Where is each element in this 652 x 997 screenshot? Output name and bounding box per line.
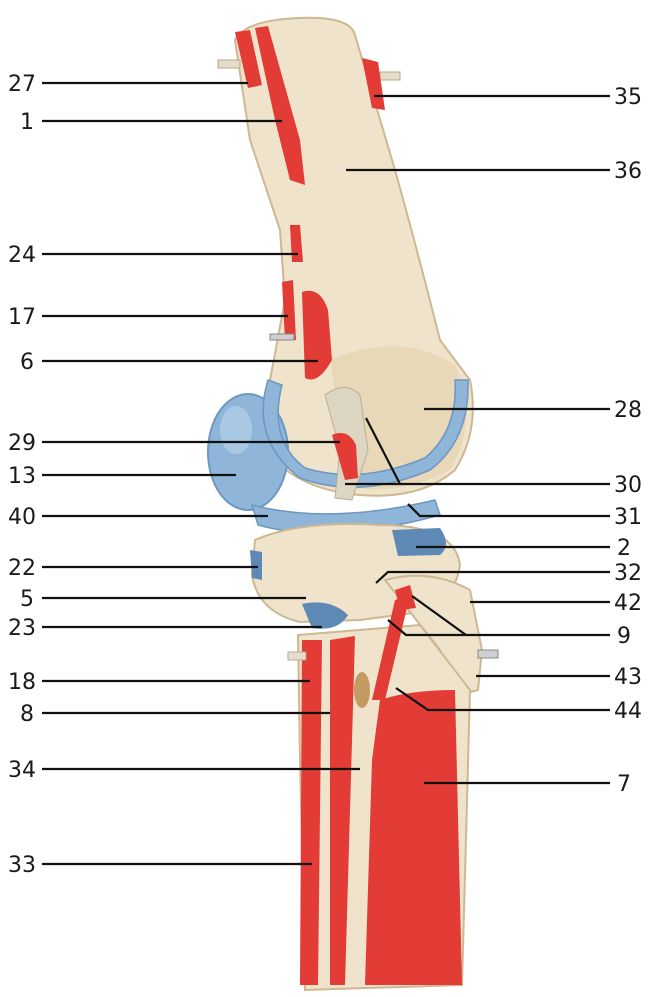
label-27: 27 [8, 72, 36, 97]
label-5: 5 [20, 587, 34, 612]
label-34: 34 [8, 758, 36, 783]
label-7: 7 [617, 772, 631, 797]
tibia-nodule [354, 672, 370, 708]
label-43: 43 [614, 665, 642, 690]
label-2: 2 [617, 536, 631, 561]
label-31: 31 [614, 505, 642, 530]
cartilage-2 [392, 528, 446, 556]
label-44: 44 [614, 699, 642, 724]
label-1: 1 [20, 110, 34, 135]
knee-illustration [208, 18, 498, 990]
fibula-pin [478, 650, 498, 658]
femur-pin-left [218, 60, 240, 68]
label-29: 29 [8, 431, 36, 456]
label-6: 6 [20, 350, 34, 375]
femur-pin-right [380, 72, 400, 80]
label-13: 13 [8, 464, 36, 489]
label-22: 22 [8, 556, 36, 581]
label-42: 42 [614, 591, 642, 616]
label-33: 33 [8, 853, 36, 878]
label-23: 23 [8, 616, 36, 641]
label-24: 24 [8, 243, 36, 268]
label-32: 32 [614, 561, 642, 586]
label-8: 8 [20, 702, 34, 727]
label-18: 18 [8, 670, 36, 695]
tibia-pin-left [288, 652, 306, 660]
label-35: 35 [614, 85, 642, 110]
label-28: 28 [614, 398, 642, 423]
label-9: 9 [617, 624, 631, 649]
muscle-7 [365, 690, 462, 985]
patella-highlight [220, 406, 252, 454]
femur-pin-mid [270, 334, 294, 340]
label-17: 17 [8, 305, 36, 330]
labels-left: 27 1 24 17 6 29 13 40 22 5 23 18 8 34 33 [8, 72, 36, 878]
label-40: 40 [8, 505, 36, 530]
label-30: 30 [614, 473, 642, 498]
labels-right: 35 36 28 30 31 2 32 42 9 43 44 7 [614, 85, 642, 797]
label-36: 36 [614, 159, 642, 184]
